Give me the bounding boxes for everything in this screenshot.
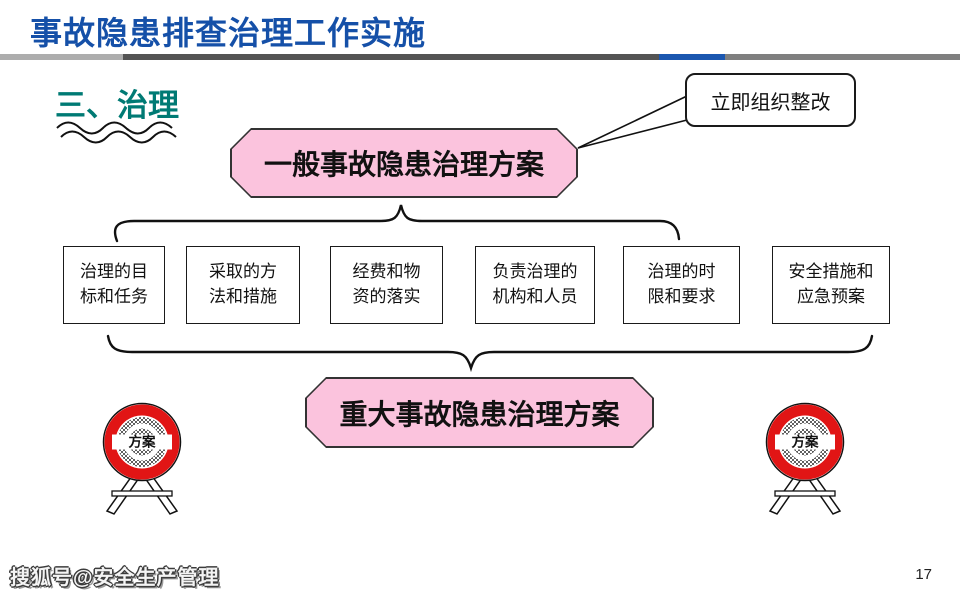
- squiggle-underline-2: [60, 130, 177, 144]
- divider-segment-dark: [123, 54, 659, 60]
- callout-connector-line-1: [577, 95, 688, 149]
- page-number: 17: [915, 566, 932, 583]
- factor-box-personnel: 负责治理的 机构和人员: [475, 246, 595, 324]
- divider-segment-blue: [659, 54, 725, 60]
- callout-immediate-rectification: 立即组织整改: [685, 73, 856, 127]
- major-plan-label: 重大事故隐患治理方案: [307, 379, 653, 447]
- sign-stand-legs: [768, 472, 842, 515]
- general-plan-label: 一般事故隐患治理方案: [232, 130, 577, 197]
- factor-box-emergency: 安全措施和 应急预案: [772, 246, 890, 324]
- watermark-text: 搜狐号@安全生产管理: [10, 567, 220, 589]
- divider-segment-gray: [725, 54, 960, 60]
- factor-box-timelimit: 治理的时 限和要求: [623, 246, 740, 324]
- general-plan-shape: 一般事故隐患治理方案: [230, 128, 578, 198]
- title-divider: [0, 54, 960, 60]
- page-title: 事故隐患排查治理工作实施: [30, 15, 427, 51]
- factor-box-methods: 采取的方 法和措施: [186, 246, 300, 324]
- sign-text: 方案: [792, 434, 820, 450]
- plan-target-sign-icon: 方案: [102, 402, 182, 515]
- divider-segment-light: [0, 54, 123, 60]
- squiggle-underline-1: [56, 121, 173, 135]
- lower-curly-brace: [106, 334, 874, 373]
- callout-connector-line-2: [577, 119, 688, 149]
- major-plan-shape: 重大事故隐患治理方案: [305, 377, 654, 448]
- sign-text: 方案: [129, 434, 156, 450]
- factor-box-goals: 治理的目 标和任务: [63, 246, 165, 324]
- factor-box-funds: 经费和物 资的落实: [330, 246, 443, 324]
- section-heading: 三、治理: [55, 88, 179, 123]
- plan-target-sign-icon: 方案: [765, 402, 845, 515]
- upper-curly-brace: [113, 204, 681, 243]
